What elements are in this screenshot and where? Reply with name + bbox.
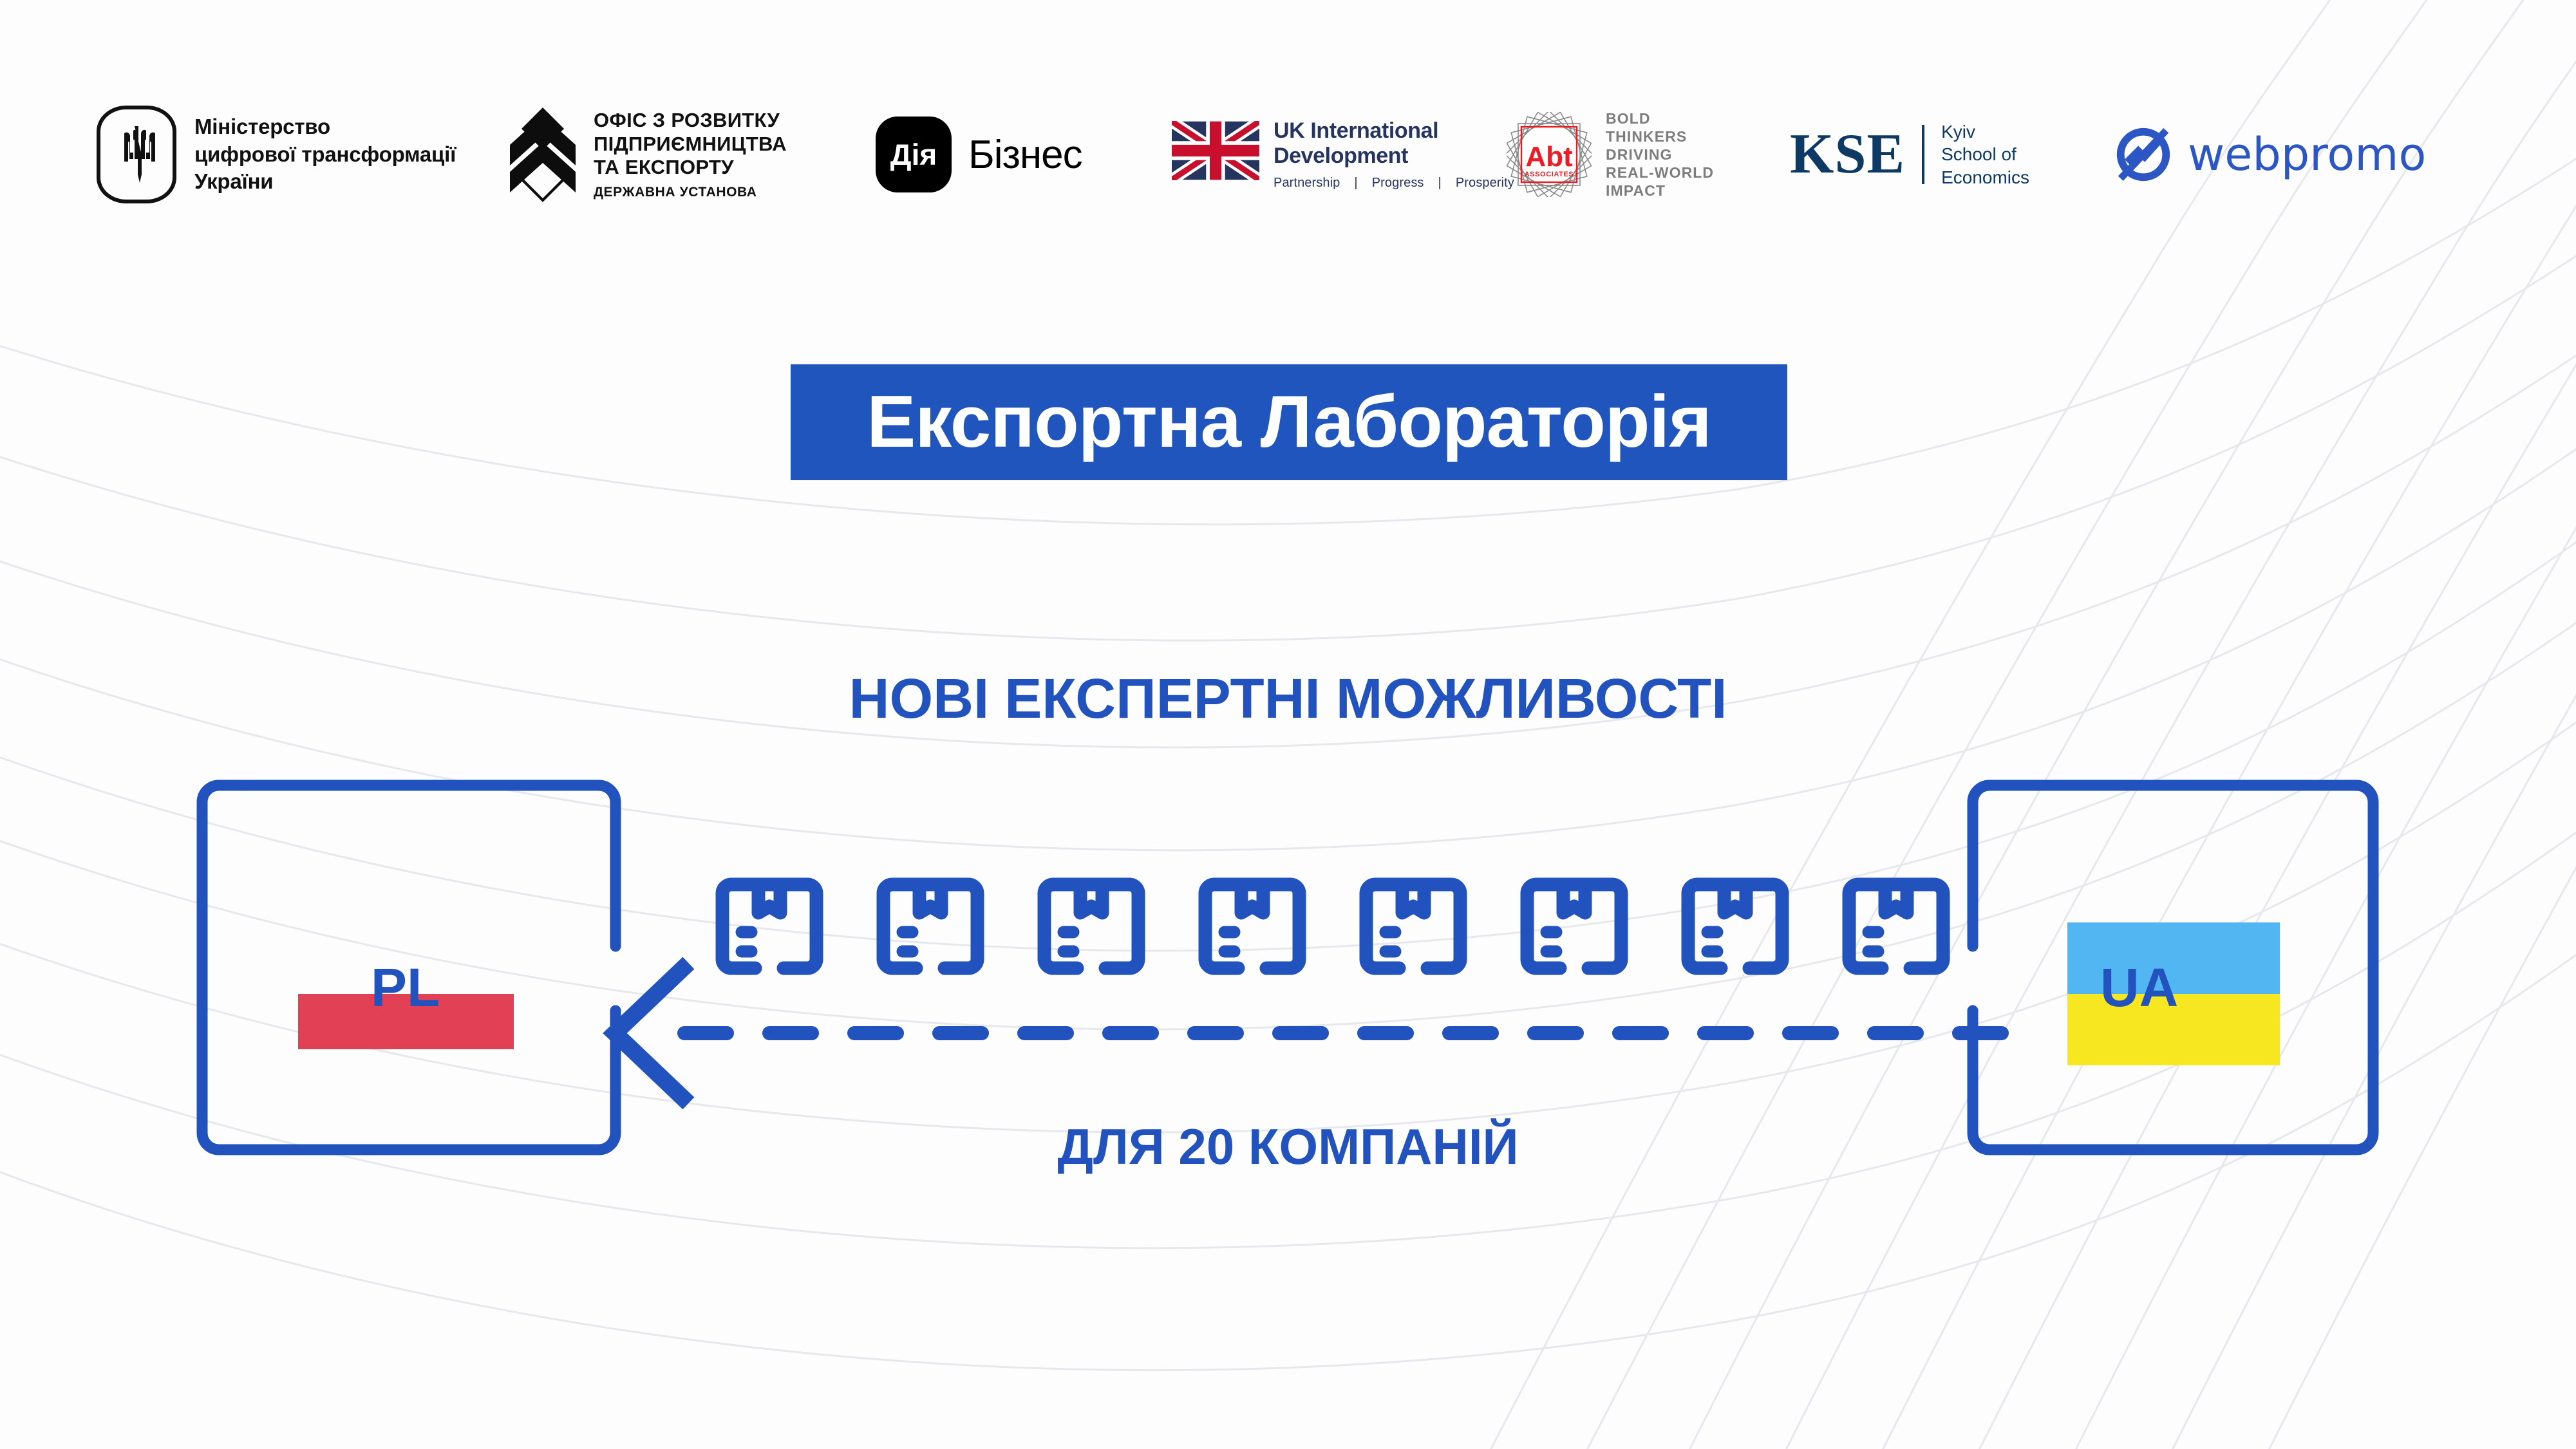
logo-kyiv-school-of-economics: KSE Kyiv School of Economics [1790, 120, 2112, 189]
kse-letters: KSE [1790, 123, 1906, 186]
svg-text:Abt: Abt [1525, 141, 1573, 173]
ukid-tagline-1: Partnership [1274, 175, 1340, 190]
logo-abt-associates: Abt ASSOCIATES BOLD THINKERS DRIVING REA… [1507, 109, 1790, 200]
abt-tagline: BOLD THINKERS DRIVING REAL-WORLD IMPACT [1606, 109, 1714, 200]
ministry-line-3: України [194, 169, 274, 194]
kse-subtext: Kyiv School of Economics [1941, 120, 2029, 189]
kse-line-1: Kyiv [1941, 122, 1975, 142]
page-title: Експортна Лабораторія [867, 381, 1711, 463]
webpromo-wordmark: webpromo [2188, 128, 2427, 181]
abt-tagline-4: REAL-WORLD [1606, 164, 1715, 182]
svg-text:ASSOCIATES: ASSOCIATES [1525, 171, 1574, 178]
title-banner: Експортна Лабораторія [791, 364, 1787, 480]
package-box-icon [1842, 877, 1950, 975]
headline-text: НОВІ ЕКСПЕРТНІ МОЖЛИВОСТІ [849, 668, 1727, 730]
logo-diia-business: Дія Бізнес [876, 117, 1172, 192]
export-office-line-2: ПІДПРИЄМНИЦТВА [594, 132, 787, 155]
kse-line-2: School of [1941, 144, 2017, 165]
ukid-line-1: UK International [1274, 118, 1439, 144]
logo-ministry-of-digital-transformation: Міністерство цифрової трансформації Укра… [97, 106, 509, 203]
ukid-tagline-2: Progress [1371, 175, 1424, 190]
ministry-line-2: цифрової трансформації [194, 142, 456, 166]
kse-divider [1922, 124, 1925, 184]
destination-country-code: PL [371, 957, 440, 1018]
abt-tagline-1: BOLD [1606, 109, 1651, 127]
abt-tagline-2: THINKERS [1606, 127, 1688, 145]
package-row [715, 877, 1950, 975]
diia-badge-label: Дія [890, 138, 937, 171]
package-box-icon [1681, 877, 1789, 975]
package-box-icon [1359, 877, 1467, 975]
package-box-icon [715, 877, 823, 975]
ukid-tagline-sep-1: | [1354, 175, 1358, 190]
webpromo-circle-chart-icon [2116, 127, 2170, 182]
ukid-tagline-sep-2: | [1438, 175, 1442, 190]
ukrainian-trident-icon [97, 106, 176, 203]
ukid-tagline: Partnership | Progress | Prosperity [1274, 176, 1514, 191]
export-office-logo-text: ОФІС З РОЗВИТКУ ПІДПРИЄМНИЦТВА ТА ЕКСПОР… [594, 109, 787, 200]
chevron-diamond-icon [510, 108, 576, 202]
export-office-line-1: ОФІС З РОЗВИТКУ [594, 109, 780, 132]
package-box-icon [1198, 877, 1306, 975]
package-box-icon [876, 877, 984, 975]
arrow-head-left-icon [603, 957, 695, 1110]
ukid-line-2: Development [1274, 143, 1409, 168]
logo-webpromo: webpromo [2112, 123, 2459, 186]
abt-tagline-3: DRIVING [1606, 145, 1673, 163]
abt-tagline-5: IMPACT [1606, 182, 1666, 200]
union-jack-flag-icon [1172, 121, 1259, 181]
abt-starburst-icon: Abt ASSOCIATES [1507, 111, 1592, 197]
package-box-icon [1037, 877, 1145, 975]
source-country-code: UA [2100, 957, 2179, 1018]
partner-logo-bar: Міністерство цифрової трансформації Укра… [97, 90, 2492, 219]
logo-export-promotion-office: ОФІС З РОЗВИТКУ ПІДПРИЄМНИЦТВА ТА ЕКСПОР… [509, 106, 876, 203]
logo-uk-international-development: UK International Development Partnership… [1172, 118, 1514, 190]
trident-glyph [124, 126, 155, 183]
ukid-logo-text: UK International Development Partnership… [1274, 118, 1514, 190]
subline-text: ДЛЯ 20 КОМПАНІЙ [1057, 1118, 1519, 1175]
package-box-icon [1520, 877, 1628, 975]
diia-badge-icon: Дія [876, 117, 952, 192]
export-office-line-3: ТА ЕКСПОРТУ [594, 156, 734, 179]
ministry-logo-text: Міністерство цифрової трансформації Укра… [194, 113, 456, 196]
ukid-tagline-3: Prosperity [1455, 175, 1514, 190]
export-office-subtitle: ДЕРЖАВНА УСТАНОВА [594, 184, 757, 200]
diia-business-word: Бізнес [968, 132, 1083, 177]
ministry-line-1: Міністерство [194, 114, 330, 138]
kse-line-3: Economics [1941, 167, 2030, 187]
